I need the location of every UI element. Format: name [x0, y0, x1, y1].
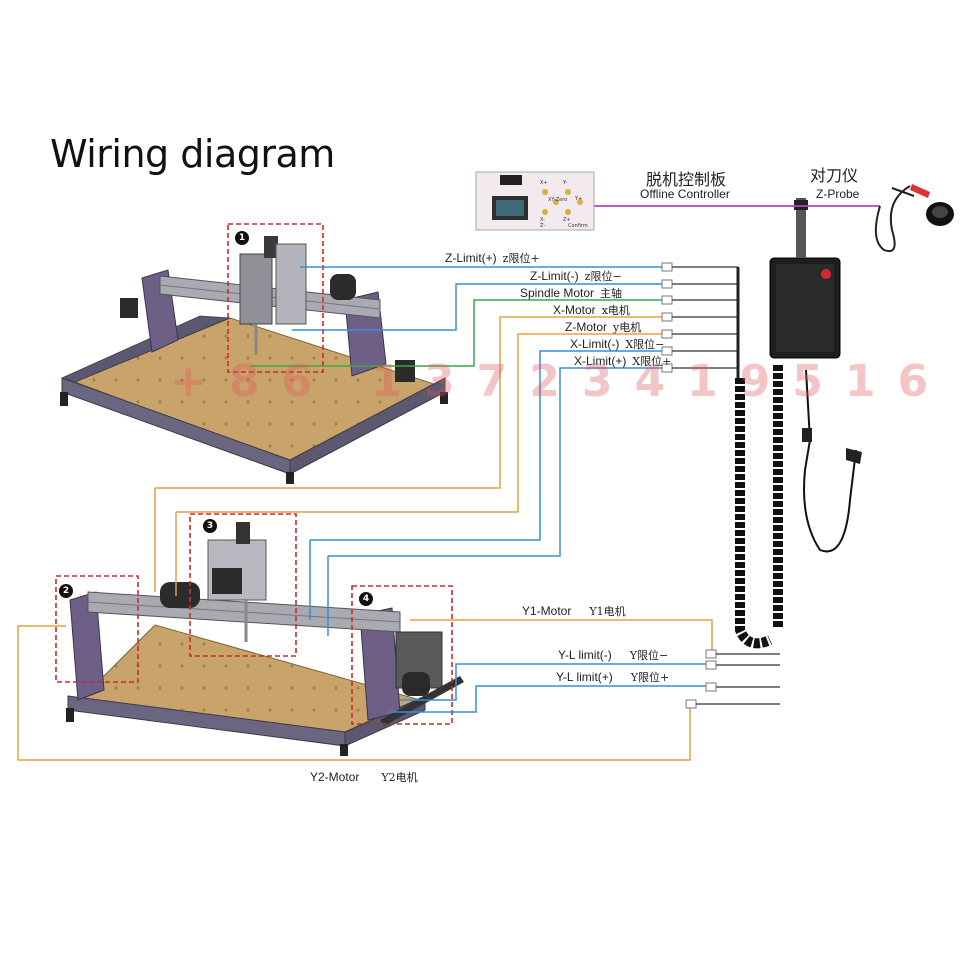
label-x-limit-minus: X-Limit(-)X限位− — [570, 337, 665, 351]
upper-wire-runs — [154, 266, 662, 636]
label-z-limit-plus: Z-Limit(+)z限位+ — [445, 251, 540, 265]
z-probe-label-cn: 对刀仪 — [810, 166, 859, 185]
upper-spindle — [239, 253, 273, 325]
z-probe-label-en: Z-Probe — [816, 187, 860, 201]
lower-connectors — [685, 649, 780, 709]
controller-btn-xplus: X+ — [540, 180, 548, 186]
wire-y2-motor — [17, 625, 691, 761]
z-probe-device — [874, 184, 954, 252]
lower-cnc-machine — [55, 513, 464, 756]
wire-spindle — [250, 299, 662, 367]
wire-y1-motor — [410, 619, 713, 652]
upper-cnc-machine — [60, 223, 448, 484]
label-y-limit-plus: Y-L limit(+)Y限位+ — [556, 670, 670, 684]
controller-btn-zminus: Z- — [540, 223, 546, 229]
drag-chains — [735, 365, 783, 649]
lower-wire-runs — [17, 619, 713, 761]
wire-x-motor — [155, 316, 662, 489]
detail-box-4 — [351, 585, 453, 725]
offline-controller-label-cn: 脱机控制板 — [646, 170, 727, 189]
label-y-limit-minus: Y-L limit(-)Y限位− — [558, 648, 669, 662]
page-title: Wiring diagram — [50, 132, 335, 176]
detail-box-1 — [227, 223, 324, 373]
controller-btn-confirm: Confirm — [568, 223, 588, 229]
offline-controller-device — [475, 171, 595, 231]
detail-box-2 — [55, 575, 139, 683]
upper-connectors — [661, 262, 740, 378]
controller-btn-xminus: X- — [540, 217, 545, 223]
controller-btn-yplus: Y+ — [575, 196, 583, 202]
wire-y-limit-plus — [388, 685, 712, 713]
controller-btn-yminus: Y- — [563, 180, 568, 186]
label-x-limit-plus: X-Limit(+)X限位+ — [574, 354, 672, 368]
controller-btn-xyzero: XY-Zero — [548, 197, 568, 203]
control-box — [769, 198, 862, 553]
drag-chain-left — [735, 378, 773, 649]
callout-badge-2: 2 — [59, 584, 73, 598]
wire-z-limit-minus — [292, 283, 662, 331]
label-z-limit-minus: Z-Limit(-)z限位− — [530, 269, 622, 283]
wire-x-limit-minus — [310, 350, 662, 541]
watermark-phone-number: +86 13723419516 — [170, 356, 951, 407]
callout-badge-3: 3 — [203, 519, 217, 533]
detail-box-3 — [189, 513, 297, 657]
emergency-stop-icon — [821, 269, 831, 279]
callout-badge-1: 1 — [235, 231, 249, 245]
wire-y-limit-minus — [400, 663, 712, 701]
controller-btn-zplus: Z+ — [563, 217, 571, 223]
callout-badge-4: 4 — [359, 592, 373, 606]
wire-x-limit-plus — [328, 367, 662, 557]
offline-controller-label-en: Offline Controller — [640, 187, 730, 201]
wire-z-motor — [175, 333, 662, 596]
